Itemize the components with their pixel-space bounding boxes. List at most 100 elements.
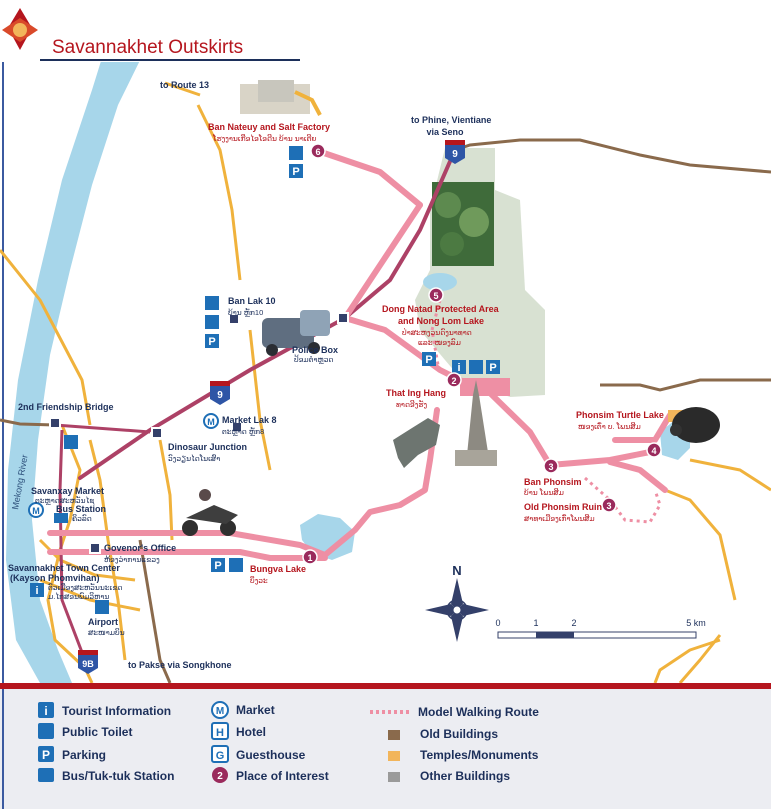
legend-parking: Parking bbox=[62, 748, 106, 762]
market-icon bbox=[203, 413, 219, 429]
label-bus-station: Bus Station bbox=[56, 504, 106, 514]
poi-number: 6 bbox=[315, 147, 320, 157]
poi-marker-4 bbox=[646, 442, 662, 458]
label-pakse: to Pakse via Songkhone bbox=[128, 660, 232, 670]
walking-route-ruin bbox=[584, 476, 662, 524]
label-dong-natad-lao-1: ປ່າສະຫງວນດົງນາທາດ bbox=[402, 327, 472, 337]
legend-info-letter: i bbox=[44, 704, 47, 718]
stupa-base bbox=[455, 450, 497, 466]
label-town-center-lao-2: ມ.ໄກສອນພົມວິຫານ bbox=[48, 591, 109, 601]
place-labels: to Route 13 to Phine, Vientiane via Seno… bbox=[8, 80, 664, 670]
legend-market-letter: M bbox=[216, 706, 224, 717]
label-savanxay-market: Savanxay Market bbox=[31, 486, 104, 496]
label-dinosaur: Dinosaur Junction bbox=[168, 442, 247, 452]
label-bungva-lao: ບຶງວະ bbox=[250, 575, 268, 585]
label-dong-natad-lao-2: ແລະ ໜອງລົມ bbox=[418, 337, 462, 347]
poi-marker-5 bbox=[428, 287, 444, 303]
legend-bus: Bus/Tuk-tuk Station bbox=[62, 769, 174, 783]
map-icons: P P M M i P P i P bbox=[28, 146, 500, 614]
label-ban-lak10: Ban Lak 10 bbox=[228, 296, 276, 306]
parking-icon-letter: P bbox=[489, 362, 496, 374]
compass-rose: N bbox=[425, 563, 489, 642]
toilet-icon bbox=[469, 360, 483, 374]
dinosaur-statue-photo bbox=[393, 418, 440, 468]
legend-parking-icon bbox=[38, 746, 54, 762]
poi-marker-3b bbox=[601, 497, 617, 513]
route-9-shield-mid: 9 bbox=[210, 381, 230, 405]
info-icon bbox=[30, 583, 44, 597]
scale-tick-0: 0 bbox=[495, 618, 500, 628]
salt-factory-photo bbox=[240, 80, 322, 116]
market-icon-letter: M bbox=[32, 506, 40, 516]
legend-market-icon bbox=[211, 701, 229, 719]
label-turtle-lake: Phonsim Turtle Lake bbox=[576, 410, 664, 420]
legend: i Tourist Information Public Toilet P Pa… bbox=[38, 701, 539, 783]
parking-icon bbox=[422, 352, 436, 366]
poi-number: 4 bbox=[651, 446, 656, 456]
toilet-icon bbox=[229, 558, 243, 572]
label-bus-station-lao: ຄິວລົດ bbox=[72, 513, 92, 523]
legend-guesthouse-icon bbox=[211, 745, 229, 763]
nong-lom-lake bbox=[423, 273, 457, 291]
legend-tourist-info: Tourist Information bbox=[62, 704, 171, 718]
legend-hotel-icon bbox=[211, 722, 229, 740]
legend-other: Other Buildings bbox=[420, 769, 510, 783]
label-savanxay-market-lao: ຕະຫຼາດສະຫວັນໄຊ bbox=[35, 495, 95, 506]
scale-tick-5: 5 km bbox=[686, 618, 706, 628]
label-ban-phonsim-lao: ບ້ານ ໂພນສີມ bbox=[524, 486, 565, 497]
market-icon-letter: M bbox=[207, 417, 215, 427]
label-town-center: Savannakhet Town Center bbox=[8, 563, 120, 573]
legend-hotel: Hotel bbox=[236, 725, 266, 739]
poi-marker-1 bbox=[302, 549, 318, 565]
route-9b-label: 9B bbox=[82, 659, 94, 669]
label-that-ing-hang: That Ing Hang bbox=[386, 388, 446, 398]
parking-icon bbox=[486, 360, 500, 374]
legend-guesthouse-letter: G bbox=[216, 750, 225, 762]
poi-number: 2 bbox=[451, 376, 456, 386]
toilet-icon bbox=[64, 435, 78, 449]
bridge-bus-station-icon bbox=[49, 417, 61, 429]
dinosaur-junction-icon bbox=[151, 427, 163, 439]
legend-other-swatch bbox=[388, 772, 400, 782]
that-ing-hang-stupa bbox=[466, 380, 490, 465]
label-governor: Govenor's Office bbox=[104, 543, 176, 553]
police-box-icon bbox=[337, 312, 349, 324]
highway-9b bbox=[58, 429, 90, 669]
market-lak8-square-icon bbox=[231, 421, 243, 433]
label-old-ruin-lao: ສາທາເມືອງເກົ່າໂພນສີມ bbox=[524, 513, 595, 523]
toilet-icon bbox=[205, 315, 219, 329]
legend-temples-swatch bbox=[388, 751, 400, 761]
turtle-statue-photo bbox=[670, 407, 720, 443]
legend-toilet-icon bbox=[38, 723, 54, 739]
legend-walking: Model Walking Route bbox=[418, 705, 539, 719]
parking-icon bbox=[205, 334, 219, 348]
brown-roads bbox=[0, 138, 771, 684]
legend-poi-icon bbox=[212, 767, 228, 783]
label-route13: to Route 13 bbox=[160, 80, 209, 90]
mekong-river bbox=[6, 0, 165, 683]
forest-tree bbox=[459, 207, 489, 237]
label-dinosaur-lao: ວົງວຽນໄດໂນເສົາ bbox=[168, 453, 221, 463]
legend-bus-icon bbox=[38, 768, 54, 782]
scale-bar: 0 1 2 5 km bbox=[495, 618, 706, 639]
label-ban-nateuy: Ban Nateuy and Salt Factory bbox=[208, 122, 330, 132]
poi-number: 3 bbox=[606, 501, 611, 511]
legend-panel bbox=[0, 689, 771, 809]
legend-guesthouse: Guesthouse bbox=[236, 748, 306, 762]
header-panel bbox=[0, 0, 300, 62]
legend-old: Old Buildings bbox=[420, 727, 498, 741]
route-9-shield-north: 9 bbox=[445, 140, 465, 164]
legend-temples: Temples/Monuments bbox=[420, 748, 539, 762]
forest-tree bbox=[440, 232, 464, 256]
label-bridge: 2nd Friendship Bridge bbox=[18, 402, 114, 412]
legend-top-bar bbox=[0, 683, 771, 689]
label-town-center-lao-1: ຕົວເມືອງສະຫວັນນະເຂດ bbox=[48, 582, 123, 592]
route-9-label: 9 bbox=[217, 390, 223, 401]
legend-toilet: Public Toilet bbox=[62, 725, 132, 739]
governors-office-icon bbox=[89, 542, 101, 554]
legend-market: Market bbox=[236, 703, 275, 717]
label-airport: Airport bbox=[88, 617, 118, 627]
label-turtle-lake-lao: ໜອງເຕົ່າ ບ. ໂພນສີມ bbox=[578, 421, 641, 431]
